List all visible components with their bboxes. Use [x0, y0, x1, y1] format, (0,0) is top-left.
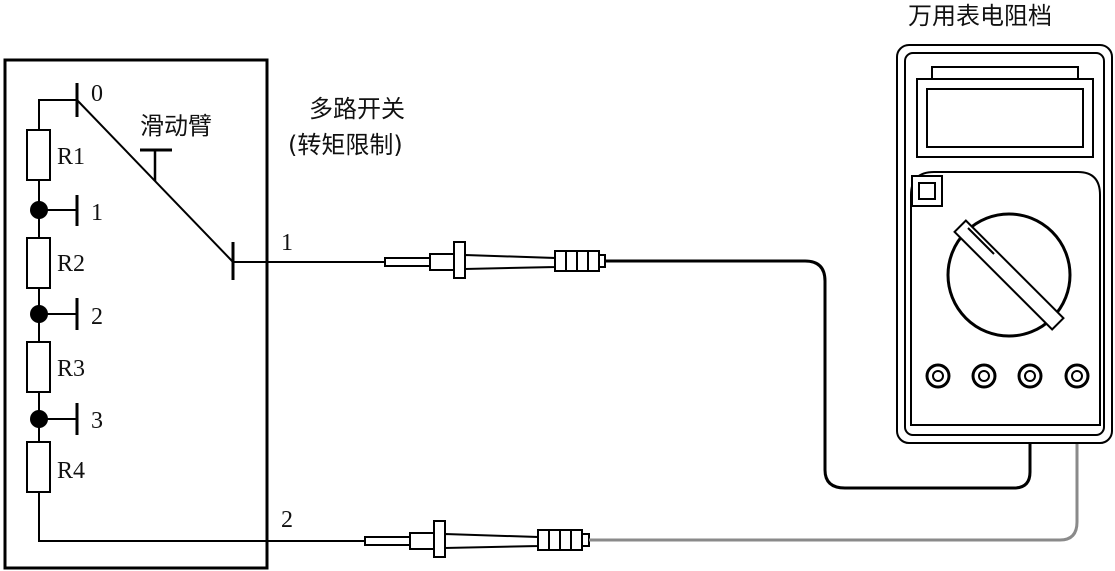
resistor-r1: [26, 129, 51, 181]
meter-dial-knob: [953, 219, 1065, 331]
tap-label-1: 1: [91, 200, 103, 226]
meter-power-button-inner: [918, 182, 936, 200]
probe-2: [364, 520, 590, 558]
lead-black: [605, 259, 1032, 490]
meter-dial-indicator: [967, 227, 995, 255]
switch-enclosure: [3, 58, 269, 570]
resistor-label-r4: R4: [57, 458, 85, 484]
switch-title-line2: (转矩限制): [288, 131, 403, 159]
meter-title: 万用表电阻档: [908, 2, 1052, 30]
meter-jack-4[interactable]: [1064, 363, 1090, 389]
switch-title-line1: 多路开关: [309, 95, 405, 123]
tap-label-0: 0: [91, 81, 103, 107]
tap-label-3: 3: [91, 408, 103, 434]
resistor-label-r1: R1: [57, 144, 85, 170]
resistor-label-r2: R2: [57, 251, 85, 277]
top-lead: [38, 99, 77, 130]
output-label-1: 1: [281, 230, 293, 256]
wiper-label: 滑动臂: [140, 112, 212, 140]
lead-gray: [589, 376, 1079, 542]
meter-jack-2[interactable]: [971, 363, 997, 389]
resistor-r4: [26, 441, 51, 493]
resistor-r3: [26, 341, 51, 393]
resistor-r2: [26, 237, 51, 289]
probe-1: [384, 241, 606, 279]
tap-label-2: 2: [91, 304, 103, 330]
output-label-2: 2: [281, 507, 293, 533]
meter-display-screen: [926, 88, 1084, 148]
bottom-lead: [38, 492, 365, 542]
meter-jack-1[interactable]: [925, 363, 951, 389]
resistor-label-r3: R3: [57, 356, 85, 382]
meter-display-tab: [931, 66, 1079, 80]
meter-jack-3[interactable]: [1017, 363, 1043, 389]
